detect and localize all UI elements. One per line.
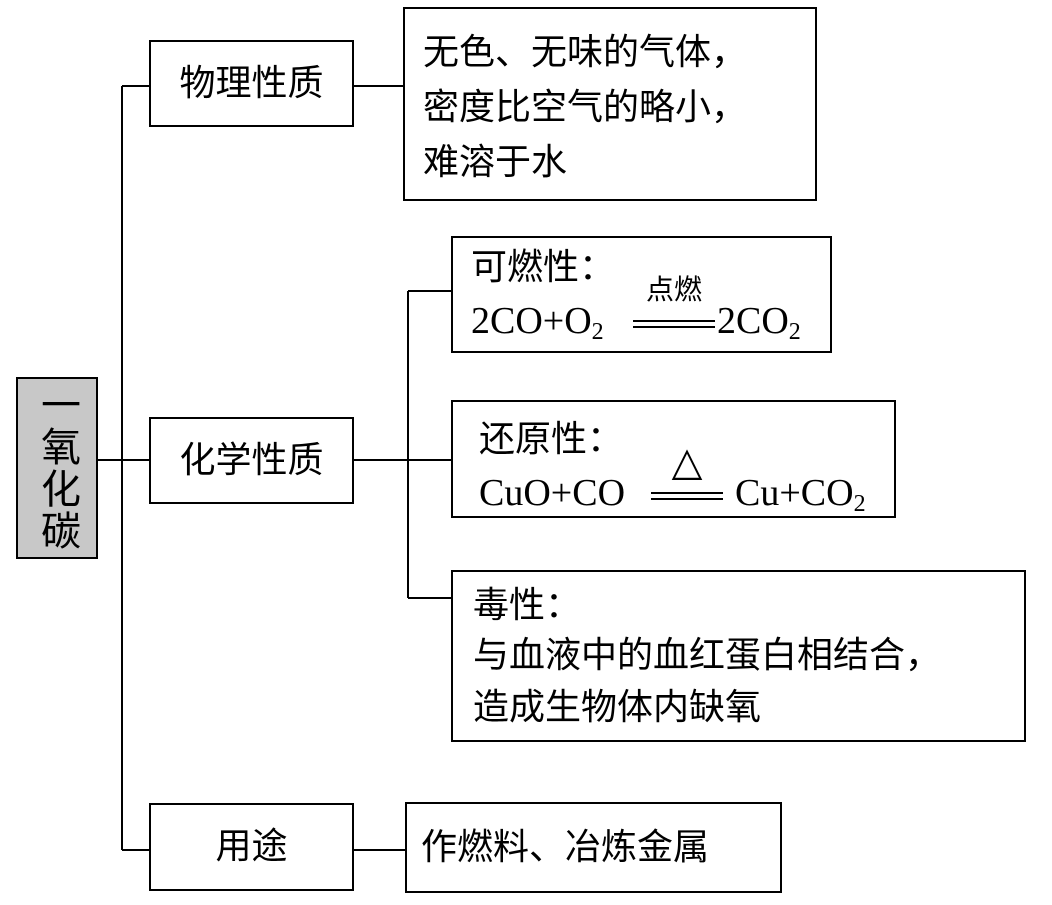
physical-properties-label: 物理性质 [179,62,324,104]
toxicity-detail-line-2: 造成生物体内缺氧 [473,687,762,728]
root-label: 一氧化碳 [34,384,80,552]
physical-detail-line-3: 难溶于水 [423,142,568,183]
chemical-properties-label: 化学性质 [179,439,324,481]
physical-detail-line-1: 无色、无味的气体， [423,32,748,73]
reducibility-reactants: CuO+CO [479,472,626,514]
reducibility-condition-heat-icon: △ [671,439,703,485]
uses-detail-box: 作燃料、冶炼金属 [405,802,782,893]
reducibility-equals-sign [651,492,723,500]
physical-properties-detail-box: 无色、无味的气体， 密度比空气的略小， 难溶于水 [403,7,817,201]
toxicity-box: 毒性： 与血液中的血红蛋白相结合， 造成生物体内缺氧 [451,570,1026,742]
uses-detail-text: 作燃料、冶炼金属 [421,827,710,868]
toxicity-detail-line-1: 与血液中的血红蛋白相结合， [473,635,942,676]
toxicity-title: 毒性： [473,585,582,626]
uses-label: 用途 [215,826,288,867]
physical-properties-node: 物理性质 [149,40,354,127]
reducibility-title: 还原性： [479,419,624,460]
uses-node: 用途 [149,803,354,891]
combustibility-equals-sign [633,320,715,328]
chemical-properties-node: 化学性质 [149,417,354,504]
root-node-carbon-monoxide: 一氧化碳 [16,377,98,559]
combustibility-title: 可燃性： [471,247,616,288]
combustibility-condition: 点燃 [645,273,702,306]
physical-detail-line-2: 密度比空气的略小， [423,87,748,128]
